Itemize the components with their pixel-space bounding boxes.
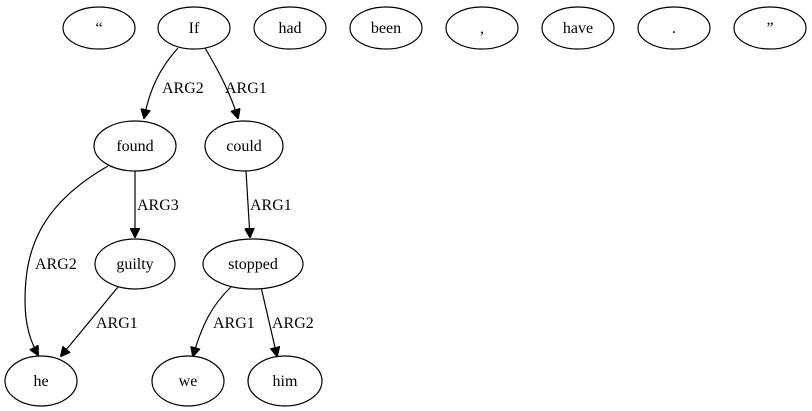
svg-text:If: If <box>189 20 200 37</box>
svg-text:he: he <box>33 373 48 390</box>
svg-text:had: had <box>278 20 301 37</box>
edge-label-found-he: ARG2 <box>35 256 77 273</box>
node-if: If <box>157 6 231 50</box>
svg-text:guilty: guilty <box>116 256 153 273</box>
svg-text:”: ” <box>766 20 773 37</box>
node-found: found <box>93 120 177 172</box>
node-period: . <box>637 6 711 50</box>
edge-stopped-we: ARG1 <box>193 286 255 356</box>
node-him: him <box>247 355 323 407</box>
edge-if-could: ARG1 <box>204 47 267 118</box>
svg-text:been: been <box>371 20 401 37</box>
edge-stopped-him: ARG2 <box>260 286 314 356</box>
svg-text:,: , <box>480 20 484 37</box>
node-he: he <box>4 355 78 407</box>
edge-label-found-guilty: ARG3 <box>137 197 179 214</box>
svg-text:“: “ <box>95 20 102 37</box>
node-been: been <box>349 6 423 50</box>
edge-found-guilty: ARG3 <box>135 171 179 237</box>
edge-label-could-stopped: ARG1 <box>250 197 292 214</box>
edge-found-he: ARG2 <box>24 165 109 355</box>
svg-text:him: him <box>273 373 298 390</box>
node-comma: , <box>445 6 519 50</box>
svg-text:could: could <box>226 138 262 155</box>
node-open-quote: “ <box>62 6 136 50</box>
node-guilty: guilty <box>94 238 176 290</box>
edge-guilty-he: ARG1 <box>61 286 138 356</box>
node-stopped: stopped <box>202 238 304 290</box>
edge-label-stopped-him: ARG2 <box>272 315 314 332</box>
node-have: have <box>541 6 615 50</box>
edge-if-found: ARG2 <box>144 47 204 118</box>
svg-text:found: found <box>116 138 153 155</box>
edge-label-guilty-he: ARG1 <box>96 315 138 332</box>
svg-text:have: have <box>563 20 593 37</box>
node-had: had <box>253 6 327 50</box>
node-close-quote: ” <box>733 6 807 50</box>
svg-text:.: . <box>672 20 676 37</box>
edge-label-if-found: ARG2 <box>162 80 204 97</box>
edge-could-stopped: ARG1 <box>246 170 292 237</box>
edge-label-if-could: ARG1 <box>225 80 267 97</box>
svg-text:stopped: stopped <box>228 256 278 273</box>
node-could: could <box>204 120 284 172</box>
node-we: we <box>151 355 225 407</box>
edge-label-stopped-we: ARG1 <box>213 315 255 332</box>
svg-text:we: we <box>179 373 198 390</box>
